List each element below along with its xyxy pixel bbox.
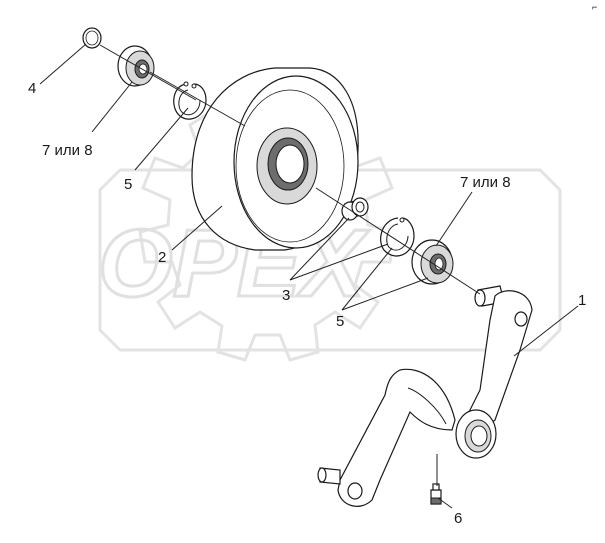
assembly-axis-lines — [99, 44, 481, 486]
label-6: 6 — [454, 510, 462, 527]
part-7-8-bearing-middle — [411, 239, 454, 285]
label-2: 2 — [158, 249, 166, 266]
corner-mark: ⌐ — [592, 2, 597, 12]
part-5-circlip-top — [173, 81, 207, 120]
part-2-pulley-wheel — [191, 67, 359, 251]
part-5-circlip-middle — [380, 217, 415, 257]
part-1-tensioner-arm — [317, 285, 533, 507]
leader-lines — [39, 43, 579, 509]
callout-labels: 4 7 или 8 5 2 3 5 7 или 8 1 6 ⌐ — [28, 2, 597, 527]
label-5-top: 5 — [124, 176, 132, 193]
label-1: 1 — [578, 292, 586, 309]
part-6-grease-nipple — [430, 483, 442, 505]
label-5-middle: 5 — [336, 313, 344, 330]
label-3: 3 — [282, 287, 290, 304]
part-3-spacer — [341, 197, 369, 221]
label-7-or-8-right: 7 или 8 — [460, 174, 511, 191]
part-4-retaining-ring — [82, 27, 102, 49]
label-4: 4 — [28, 80, 36, 97]
label-7-or-8-top: 7 или 8 — [42, 142, 93, 159]
